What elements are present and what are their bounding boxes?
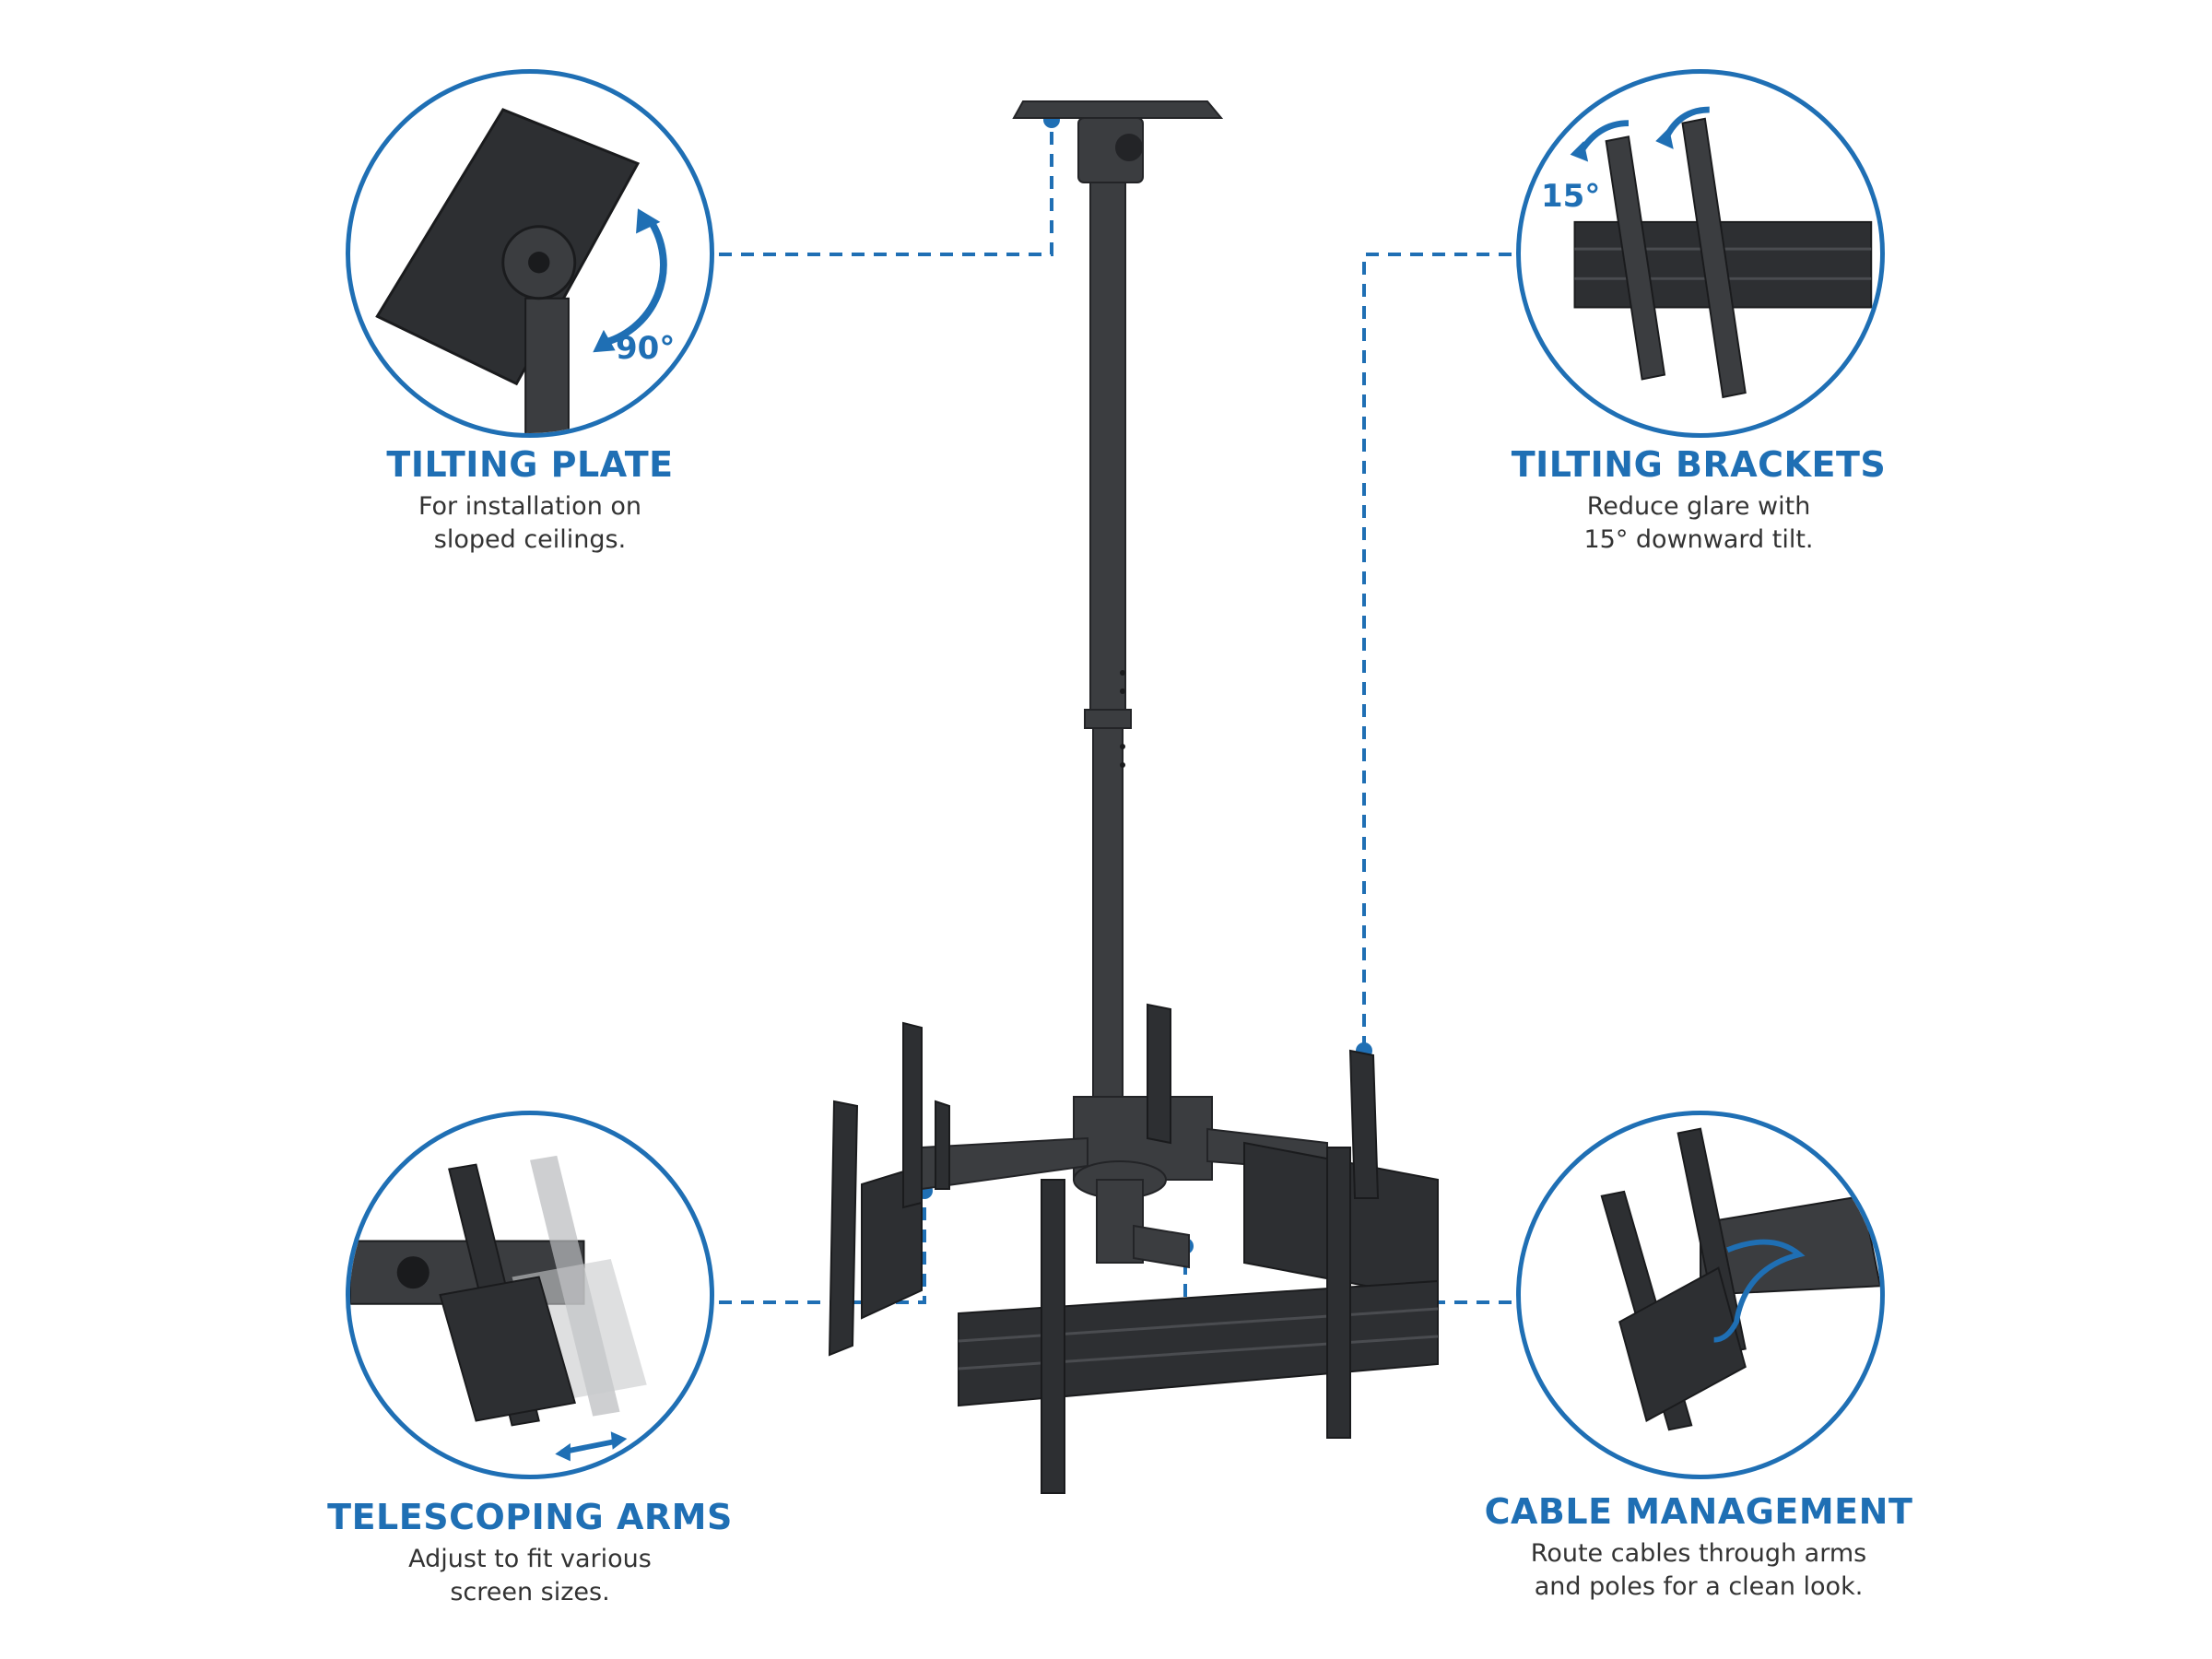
connector-dots — [916, 112, 1372, 1254]
tilting-brackets-illustration — [1570, 106, 1873, 399]
slide-arrow-icon — [560, 1438, 621, 1455]
desc-line: screen sizes. — [450, 1578, 610, 1607]
angle-15-label: 15° — [1541, 178, 1601, 215]
feature-cable-management: CABLE MANAGEMENT Route cables through ar… — [1459, 1491, 1938, 1605]
feature-tilting-plate: TILTING PLATE For installation on sloped… — [290, 444, 770, 558]
connector-tilting-brackets — [1362, 253, 1512, 1051]
rotation-arrow-icon — [601, 219, 667, 347]
feature-title: TELESCOPING ARMS — [327, 1497, 733, 1537]
feature-title: CABLE MANAGEMENT — [1484, 1491, 1913, 1532]
feature-title: TILTING PLATE — [386, 444, 674, 485]
feature-telescoping-arms: TELESCOPING ARMS Adjust to fit various s… — [290, 1497, 770, 1610]
bracket-left — [1605, 135, 1666, 381]
desc-line: sloped ceilings. — [433, 525, 627, 555]
feature-description: Adjust to fit various screen sizes. — [290, 1543, 770, 1610]
desc-line: For installation on — [418, 491, 642, 521]
left-rail-group — [828, 1021, 950, 1357]
ceiling-plate — [1012, 100, 1224, 119]
connector-tilting-plate — [719, 122, 1053, 256]
cable-management-closeup — [1516, 1111, 1885, 1479]
feature-description: Route cables through arms and poles for … — [1459, 1537, 1938, 1605]
pole-holes — [1120, 670, 1125, 768]
front-rail — [958, 1279, 1439, 1407]
tilting-plate-closeup — [346, 69, 714, 438]
feature-description: Reduce glare with 15° downward tilt. — [1459, 490, 1938, 558]
cable-icon — [1713, 1239, 1806, 1343]
plate-pole — [524, 297, 570, 433]
upper-pole — [1089, 182, 1126, 718]
feature-tilting-brackets: TILTING BRACKETS Reduce glare with 15° d… — [1459, 444, 1938, 558]
desc-line: and poles for a clean look. — [1534, 1572, 1864, 1602]
front-bracket-right — [1326, 1147, 1351, 1439]
desc-line: Reduce glare with — [1586, 491, 1811, 521]
cable-management-illustration — [1600, 1127, 1880, 1431]
arm-rail — [439, 1276, 576, 1422]
desc-line: Route cables through arms — [1530, 1538, 1867, 1568]
telescoping-arms-illustration — [350, 1155, 647, 1462]
ceiling-mount — [1012, 100, 1224, 1162]
feature-title: TILTING BRACKETS — [1511, 444, 1887, 485]
cable-rail — [1618, 1266, 1747, 1422]
angle-90-label: 90° — [616, 330, 676, 367]
desc-line: Adjust to fit various — [408, 1544, 652, 1573]
pole-collar — [1084, 709, 1132, 729]
front-bracket-left — [1041, 1179, 1065, 1494]
connector-telescoping-arms — [719, 1194, 926, 1304]
desc-line: 15° downward tilt. — [1583, 525, 1814, 555]
tilting-plate-illustration — [375, 108, 667, 433]
telescoping-arms-closeup — [346, 1111, 714, 1479]
bracket-right — [1681, 117, 1747, 399]
tilting-brackets-closeup — [1516, 69, 1885, 438]
feature-description: For installation on sloped ceilings. — [290, 490, 770, 558]
arm-front — [1133, 1224, 1190, 1269]
front-rail-group — [958, 1147, 1439, 1494]
